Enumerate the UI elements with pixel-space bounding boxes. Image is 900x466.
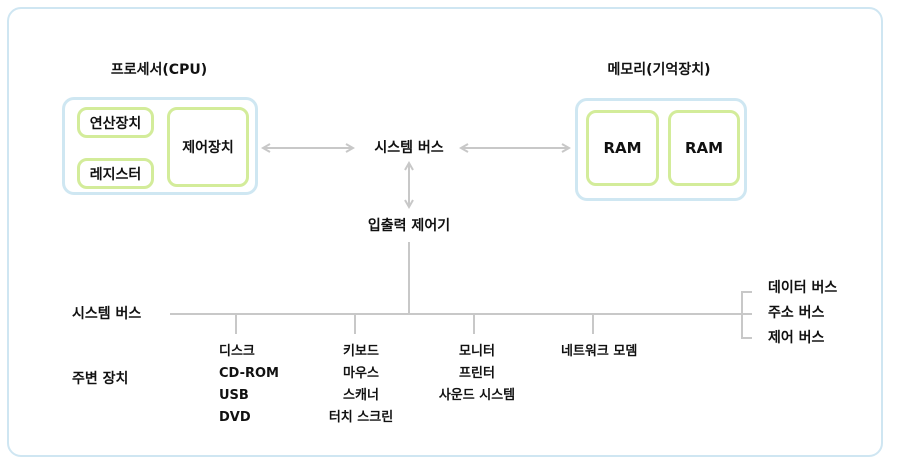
memory-title: 메모리(기억장치) bbox=[607, 62, 711, 78]
register-box: 레지스터 bbox=[77, 158, 154, 189]
alu-label: 연산장치 bbox=[89, 115, 142, 132]
top-system-bus-label: 시스템 버스 bbox=[374, 140, 444, 156]
control-unit-box: 제어장치 bbox=[167, 107, 249, 187]
ram-label-1: RAM bbox=[603, 139, 642, 157]
peripheral-item: 터치 스크린 bbox=[328, 410, 394, 425]
peripheral-group-output: 모니터 프린터 사운드 시스템 bbox=[428, 343, 526, 405]
peripheral-group-network: 네트워크 모뎀 bbox=[561, 343, 637, 361]
peripheral-item: USB bbox=[219, 388, 249, 403]
data-bus-label: 데이터 버스 bbox=[768, 280, 838, 296]
address-bus-label: 주소 버스 bbox=[768, 305, 825, 321]
control-unit-label: 제어장치 bbox=[182, 140, 234, 156]
peripherals-label: 주변 장치 bbox=[72, 371, 129, 387]
io-controller-label: 입출력 제어기 bbox=[367, 218, 451, 234]
peripheral-item: 네트워크 모뎀 bbox=[561, 344, 638, 359]
alu-box: 연산장치 bbox=[77, 107, 154, 138]
peripheral-item: DVD bbox=[219, 410, 251, 425]
peripheral-group-input: 키보드 마우스 스캐너 터치 스크린 bbox=[322, 343, 400, 427]
peripheral-item: 키보드 bbox=[343, 344, 379, 359]
peripheral-item: 마우스 bbox=[343, 366, 379, 381]
ram-label-2: RAM bbox=[684, 139, 724, 157]
peripheral-item: 디스크 bbox=[219, 344, 255, 359]
diagram-frame bbox=[7, 7, 883, 457]
bottom-system-bus-label: 시스템 버스 bbox=[72, 306, 142, 322]
peripheral-item: 프린터 bbox=[459, 366, 495, 381]
control-bus-label: 제어 버스 bbox=[768, 330, 825, 346]
processor-title: 프로세서(CPU) bbox=[110, 62, 208, 78]
register-label: 레지스터 bbox=[89, 166, 142, 183]
bus-types-list: 데이터 버스 주소 버스 제어 버스 bbox=[768, 280, 837, 347]
peripheral-item: 스캐너 bbox=[343, 388, 379, 403]
peripheral-item: CD-ROM bbox=[219, 366, 279, 381]
ram-box-2: RAM bbox=[668, 110, 740, 186]
peripheral-item: 모니터 bbox=[459, 344, 495, 359]
peripheral-group-storage: 디스크 CD-ROM USB DVD bbox=[219, 343, 279, 427]
ram-box-1: RAM bbox=[586, 110, 659, 186]
peripheral-item: 사운드 시스템 bbox=[438, 388, 516, 403]
